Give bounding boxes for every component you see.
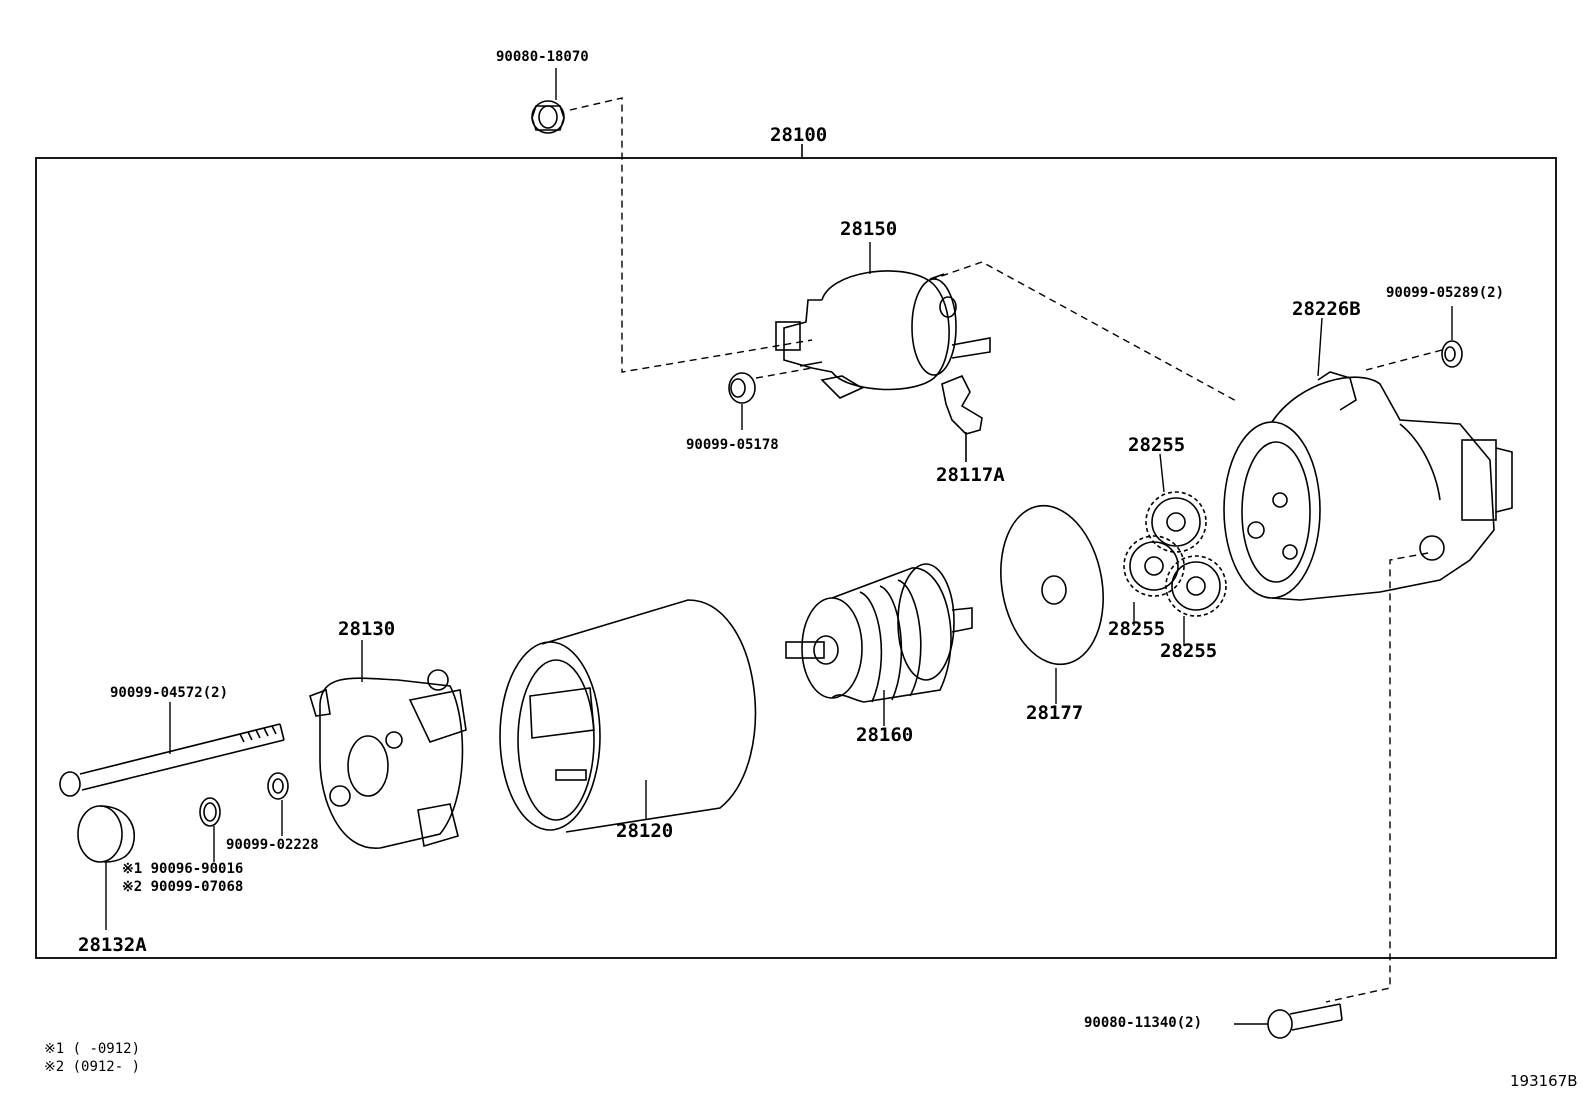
label-gear-right: 28255 xyxy=(1160,640,1218,662)
footnote-2: ※2 (0912- ) xyxy=(44,1059,141,1075)
label-nut-solenoid: 90099-05178 xyxy=(686,437,779,453)
label-gear-top: 28255 xyxy=(1128,434,1186,456)
label-solenoid: 28150 xyxy=(840,218,898,240)
label-washer: 90099-02228 xyxy=(226,837,319,853)
footnote-1: ※1 ( -0912) xyxy=(44,1041,141,1057)
label-plate: 28177 xyxy=(1026,702,1084,724)
cap-icon xyxy=(77,805,135,863)
solenoid-icon xyxy=(775,270,991,399)
lever-icon xyxy=(941,374,983,462)
label-lever: 28117A xyxy=(936,464,1005,486)
gear-left-icon xyxy=(1123,535,1185,597)
bolt-bottom-icon xyxy=(1267,1003,1343,1039)
clip-icon xyxy=(199,797,221,827)
label-armature: 28160 xyxy=(856,724,914,746)
nut-housing-icon xyxy=(1441,340,1463,368)
label-through-bolt: 90099-04572(2) xyxy=(110,685,229,701)
end-frame-icon xyxy=(309,669,467,849)
label-assembly: 28100 xyxy=(770,124,828,146)
label-nut-top: 90080-18070 xyxy=(496,49,589,65)
label-housing: 28226B xyxy=(1292,298,1361,320)
label-gear-left: 28255 xyxy=(1108,618,1166,640)
dashed-connectors xyxy=(569,97,1443,1003)
gear-top-icon xyxy=(1145,491,1207,553)
gear-right-icon xyxy=(1165,555,1227,617)
label-end-frame: 28130 xyxy=(338,618,396,640)
figure-number: 193167B xyxy=(1510,1072,1578,1090)
through-bolt-icon xyxy=(59,723,285,797)
label-yoke: 28120 xyxy=(616,820,674,842)
plate-icon xyxy=(1000,504,1104,666)
label-nut-housing: 90099-05289(2) xyxy=(1386,285,1505,301)
washer-icon xyxy=(267,772,289,800)
label-clip-2: ※2 90099-07068 xyxy=(122,879,244,895)
assembly-frame xyxy=(35,157,1557,959)
label-bolt-bottom: 90080-11340(2) xyxy=(1084,1015,1203,1031)
label-cap: 28132A xyxy=(78,934,147,956)
housing-icon xyxy=(1223,371,1513,601)
yoke-icon xyxy=(499,599,757,833)
leader-lines xyxy=(105,68,1453,1025)
nut-top-icon xyxy=(531,100,565,134)
label-clip-1: ※1 90096-90016 xyxy=(122,861,244,877)
armature-icon xyxy=(785,563,973,703)
nut-solenoid-icon xyxy=(728,372,756,404)
